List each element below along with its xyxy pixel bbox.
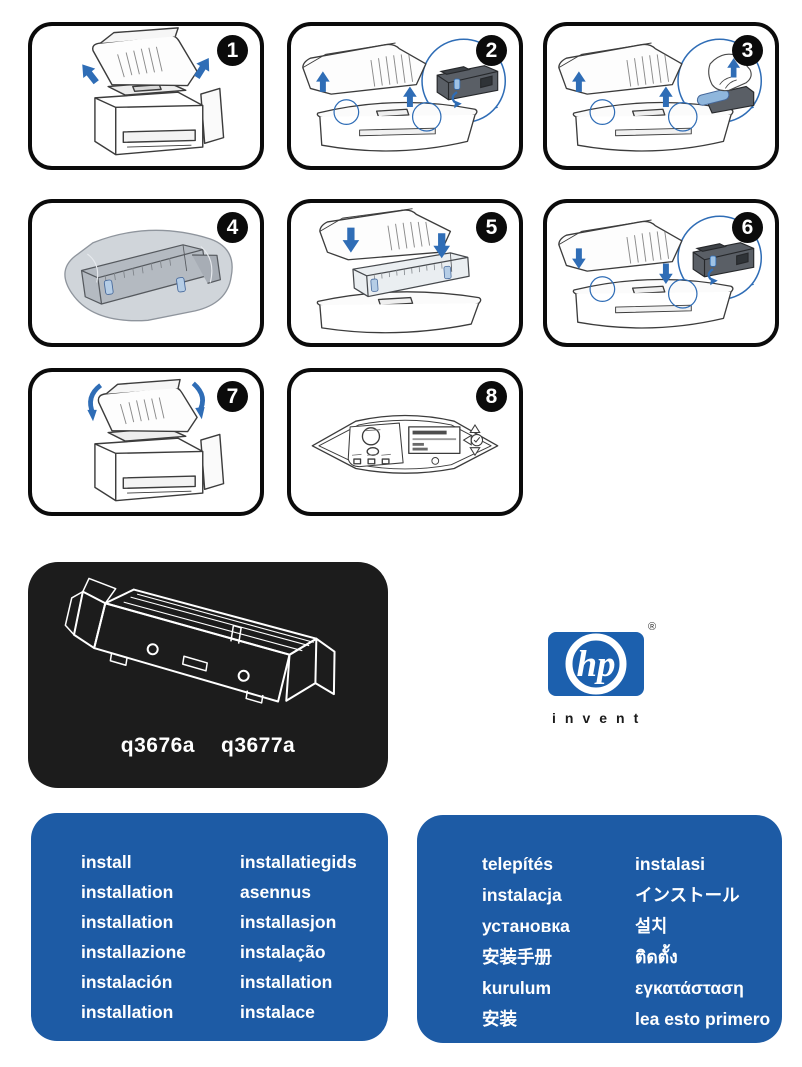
illustration-insert-new-fuser <box>316 208 482 334</box>
navigation-buttons <box>462 423 484 457</box>
illustration-control-panel <box>311 414 499 474</box>
step-panel-8: 8 <box>287 368 523 516</box>
illustration-fuser-in-bag <box>64 229 233 322</box>
hp-logo: hp ® <box>548 621 656 696</box>
hp-logo-text: hp <box>576 644 615 685</box>
language-column: install installation installation instal… <box>81 847 186 1027</box>
language-box-western: install installation installation instal… <box>31 813 388 1041</box>
close-lid-arrows-icon <box>87 381 205 422</box>
language-item: installation <box>81 1002 174 1022</box>
step-number-badge: 5 <box>476 212 507 243</box>
language-item: installation <box>240 972 333 992</box>
open-direction-arrows-icon <box>82 57 210 85</box>
hp-tagline: invent <box>552 710 648 726</box>
language-item: instalace <box>240 1002 315 1022</box>
step-panel-3: 3 <box>543 22 779 170</box>
language-box-international: telepítés instalacja установка 安装手册 kuru… <box>417 815 782 1043</box>
language-item: インストール <box>635 885 740 905</box>
language-item: 安装 <box>482 1009 517 1029</box>
language-column: telepítés instalacja установка 安装手册 kuru… <box>482 849 570 1035</box>
part-number-2: q3677a <box>221 734 296 757</box>
fuser-unit-shape <box>80 244 221 305</box>
step-panel-5: 5 <box>287 199 523 347</box>
step-panel-2: 2 <box>287 22 523 170</box>
language-item: instalacja <box>482 885 562 905</box>
language-column: instalasi インストール 설치 ติดตั้ง εγκατάσταση … <box>635 849 770 1035</box>
language-item: installation <box>81 882 174 902</box>
hp-logo-block: hp ® invent <box>540 616 670 728</box>
step-number-badge: 4 <box>217 212 248 243</box>
illustration-close-top-cover <box>87 378 225 502</box>
step-panel-6: 6 <box>543 199 779 347</box>
language-item: εγκατάσταση <box>635 978 744 998</box>
part-numbers: q3676a q3677a <box>28 734 388 758</box>
language-item: установка <box>482 916 570 936</box>
language-item: installazione <box>81 942 187 962</box>
language-item: instalasi <box>635 854 706 874</box>
language-item: instalación <box>81 972 173 992</box>
step-panel-1: 1 <box>28 22 264 170</box>
product-box: q3676a q3677a <box>28 562 388 788</box>
step-number-badge: 2 <box>476 35 507 66</box>
illustration-open-top-cover <box>82 27 225 156</box>
step-number-badge: 6 <box>732 212 763 243</box>
language-item: lea esto primero <box>635 1009 771 1029</box>
language-item: asennus <box>240 882 311 902</box>
language-item: telepítés <box>482 854 553 874</box>
button-labels <box>351 429 391 456</box>
step-number-badge: 8 <box>476 381 507 412</box>
down-arrows-icon <box>342 227 451 259</box>
step-number-badge: 1 <box>217 35 248 66</box>
illustration-lift-old-fuser-out <box>558 38 763 152</box>
bag-sheen-lines <box>87 246 213 283</box>
fuser-lock-lever-detail <box>692 242 755 286</box>
new-fuser-shape <box>352 252 470 298</box>
language-item: install <box>81 852 132 872</box>
up-arrow-icon <box>727 58 741 78</box>
language-column: installatiegids asennus installasjon ins… <box>240 847 357 1027</box>
fuser-lock-lever-detail <box>436 65 499 109</box>
language-item: installatiegids <box>240 852 357 872</box>
language-item: 설치 <box>635 916 668 936</box>
language-item: 安装手册 <box>482 947 552 967</box>
step-panel-7: 7 <box>28 368 264 516</box>
display-text-lines <box>412 430 457 451</box>
language-item: ติดตั้ง <box>635 947 678 967</box>
language-item: installation <box>81 912 174 932</box>
language-item: kurulum <box>482 978 552 998</box>
step-panel-4: 4 <box>28 199 264 347</box>
registered-mark: ® <box>648 621 656 633</box>
language-item: instalação <box>240 942 326 962</box>
part-number-1: q3676a <box>120 734 195 757</box>
step-number-badge: 3 <box>732 35 763 66</box>
fuser-line-art <box>64 577 336 704</box>
language-item: installasjon <box>240 912 337 932</box>
step-number-badge: 7 <box>217 381 248 412</box>
